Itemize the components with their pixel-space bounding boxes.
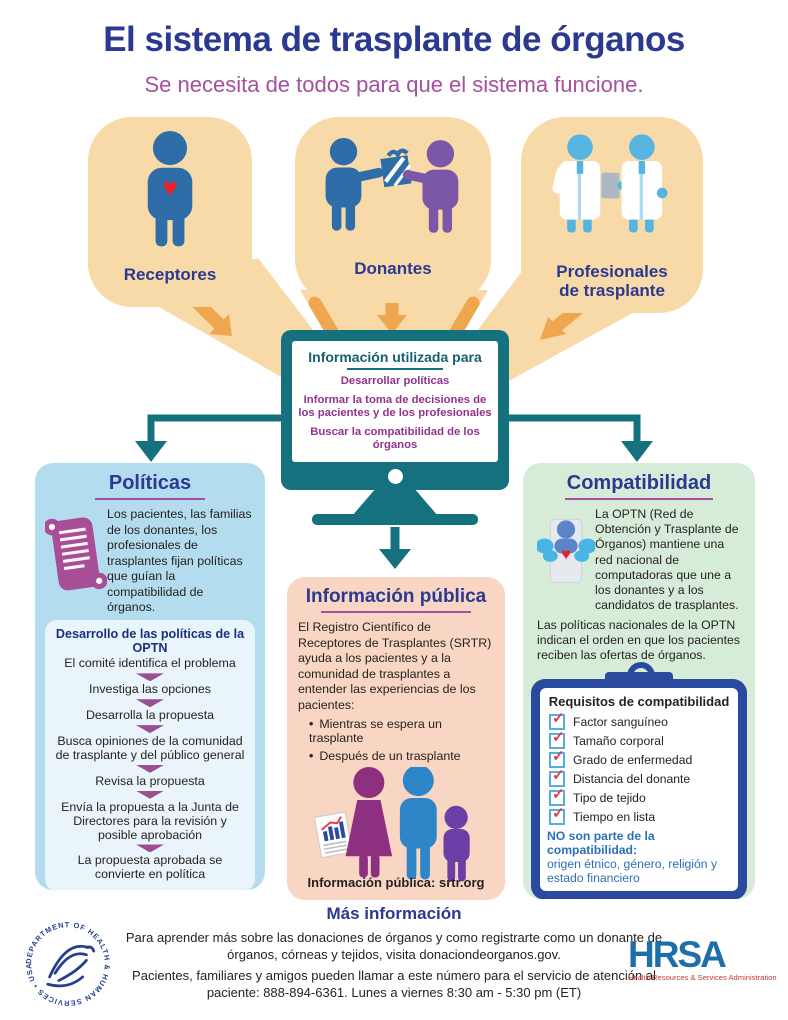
svg-text:DEPARTMENT OF HEALTH & HUMAN S: DEPARTMENT OF HEALTH & HUMAN SERVICES • … [24,920,112,1008]
panel-informacion-publica: Información pública El Registro Científi… [287,577,505,900]
monitor-button [388,469,403,484]
checklist-item: ✓ Tiempo en lista [549,805,731,825]
heart-icon: ♥ [162,173,178,203]
flow-arrow-icon [136,764,164,773]
requirements-clipboard: Requisitos de compatibilidad ✓ Factor sa… [531,662,747,899]
clipboard-clip-bar [605,672,673,688]
page-title: El sistema de trasplante de órganos [103,20,685,59]
matching-computer-icon: ♥ [537,519,595,583]
panel-compatibilidad-title: Compatibilidad [566,472,712,494]
checkbox-icon: ✓ [549,748,565,768]
checkbox-icon: ✓ [549,767,565,787]
hrsa-wordmark: HRSA [628,934,727,975]
publica-bullet: •Mientras se espera un trasplante [309,717,442,745]
hrsa-tagline: Health Resources & Services Administrati… [628,973,777,983]
connector-arrow-icons [135,414,653,569]
panel-politicas-rule [95,498,205,500]
panel-publica-title: Información pública [305,586,487,607]
flow-arrow-icon [136,725,164,734]
flow-arrow-icon [136,844,164,853]
hhs-seal-icon: DEPARTMENT OF HEALTH & HUMAN SERVICES • … [24,920,112,1008]
information-monitor: Información utilizada para Desarrollar p… [281,330,509,490]
page-subtitle: Se necesita de todos para que el sistema… [144,72,644,97]
checkbox-icon: ✓ [549,729,565,749]
not-compatibility-body: origen étnico, género, religión y estado… [547,856,718,885]
monitor-heading: Información utilizada para [308,349,482,365]
group-label-profesionales: Profesionales de trasplante [556,261,668,301]
checklist-item: ✓ Grado de enfermedad [549,748,731,768]
transplant-professionals-icon [552,134,668,233]
checkmark-icon: ✓ [552,785,565,803]
checklist-item: ✓ Tipo de tejido [549,786,731,806]
flow-step: Busca opiniones de la comunidad de trasp… [55,734,245,762]
checkbox-icon: ✓ [549,786,565,806]
flow-arrow-icon [136,790,164,799]
checkmark-icon: ✓ [552,747,565,765]
panel-publica-rule [321,611,471,613]
monitor-item: Informar la toma de decisiones de los pa… [298,393,492,420]
publica-body-text: El Registro Científico de Receptores de … [298,620,492,712]
flow-step: La propuesta aprobada se convierte en po… [77,853,223,882]
publica-footer-text: Información pública: srtr.org [307,875,485,890]
checkmark-icon: ✓ [552,709,565,727]
more-info-para1: Para aprender más sobre las donaciones d… [125,930,663,962]
checkmark-icon: ✓ [552,766,565,784]
flow-step: El comité identifica el problema [64,656,236,671]
checkmark-icon: ✓ [552,804,565,822]
optn-policy-flow: Desarrollo de las políticas de la OPTN E… [45,619,255,890]
publica-bullet: •Después de un trasplante [309,749,461,763]
flow-arrow-icon [136,699,164,708]
checkmark-icon: ✓ [552,728,565,746]
monitor-heading-rule [347,368,443,370]
hhs-eagle-glyph [46,944,96,988]
bullet-icon: • [309,749,314,763]
checkbox-icon: ✓ [549,805,565,825]
flow-title: Desarrollo de las políticas de la OPTN [55,626,245,655]
recipient-person-icon: ♥ [147,131,193,247]
flow-step: Revisa la propuesta [95,773,205,788]
group-label-donantes: Donantes [354,259,432,279]
group-profesionales: Profesionales de trasplante [521,117,703,313]
monitor-item: Desarrollar políticas [340,375,450,387]
monitor-screen: Información utilizada para Desarrollar p… [292,341,498,462]
bullet-icon: • [309,717,314,731]
family-icon [313,767,470,882]
flow-step: Investiga las opciones [89,682,211,697]
panel-compatibilidad-rule [565,498,713,500]
more-info-heading: Más información [326,904,462,923]
panel-compatibilidad: Compatibilidad ♥ La OPTN (Red de Obtenci… [523,463,755,899]
panel-politicas-title: Políticas [108,472,192,494]
compatibilidad-para1: La OPTN (Red de Obtención y Trasplante d… [595,507,739,613]
more-info-para2: Pacientes, familiares y amigos pueden ll… [132,968,656,1000]
flow-arrow-icon [136,673,164,682]
compatibilidad-para2: Las políticas nacionales de la OPTN indi… [537,617,741,663]
checklist-item: ✓ Factor sanguíneo [549,710,731,730]
donor-gift-icon [325,137,459,233]
checklist-title: Requisitos de compatibilidad [548,694,730,710]
monitor-stand-base [312,514,478,525]
heart-icon: ♥ [561,544,571,563]
hrsa-logo: HRSA Health Resources & Services Adminis… [628,934,778,983]
group-donantes: Donantes [295,117,491,303]
checklist-item: ✓ Tamaño corporal [549,729,731,749]
group-label-receptores: Receptores [123,265,217,285]
politicas-intro-text: Los pacientes, las familias de los donan… [107,507,252,614]
monitor-item: Buscar la compatibilidad de los órganos [310,425,480,452]
flow-step: Envía la propuesta a la Junta de Directo… [61,799,239,842]
checkbox-icon: ✓ [549,710,565,730]
panel-politicas: Políticas Los pacientes, las familias de… [35,463,265,890]
flow-step: Desarrolla la propuesta [85,708,215,723]
checklist-item: ✓ Distancia del donante [549,767,731,787]
not-compatibility-title: NO son parte de la compatibilidad: [547,828,655,857]
policy-scroll-icon [45,517,107,591]
group-receptores: ♥ Receptores [88,117,252,307]
